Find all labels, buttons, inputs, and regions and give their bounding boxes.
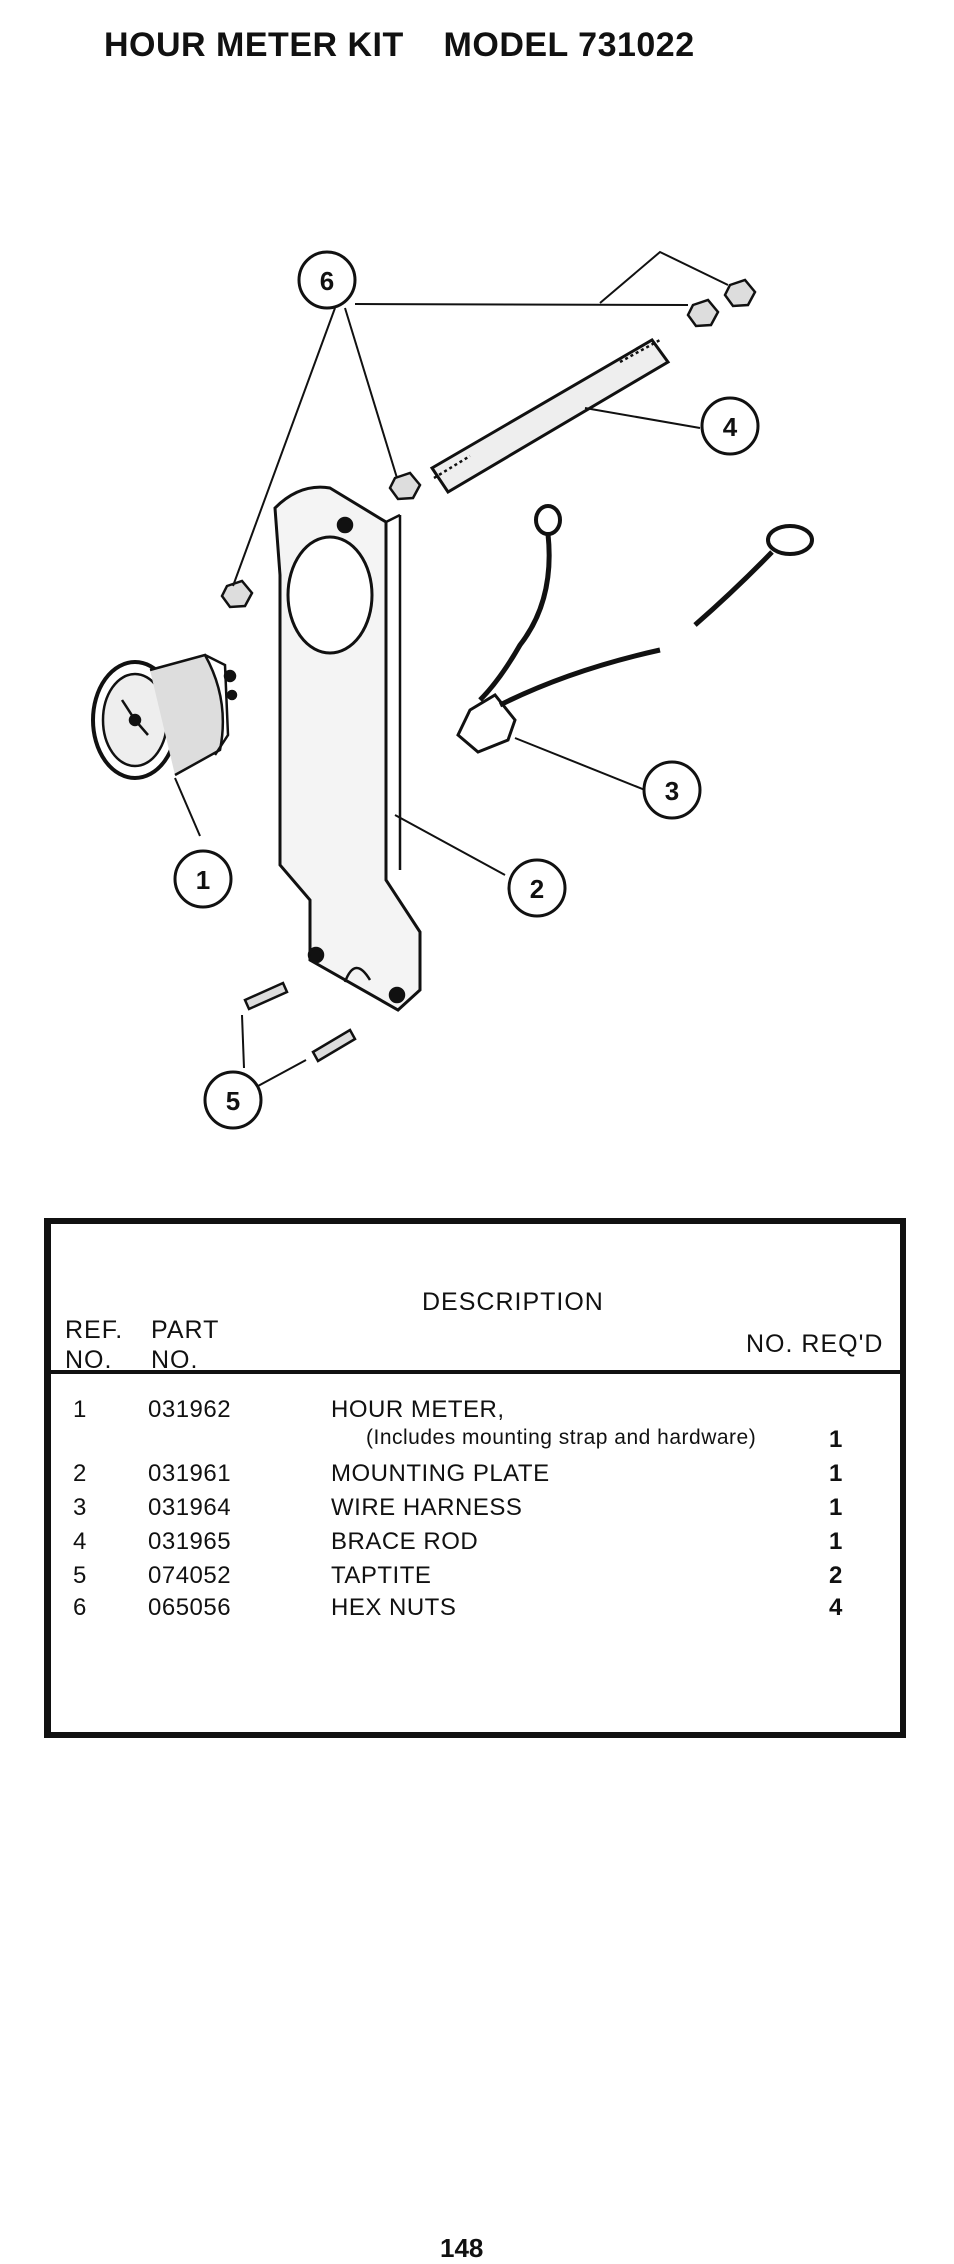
ref-no: 2	[73, 1460, 87, 1487]
hour-meter-part	[91, 653, 238, 780]
part-no: 074052	[148, 1562, 232, 1589]
callout-4: 4	[723, 412, 738, 442]
qty-required: 1	[829, 1494, 843, 1521]
description: BRACE ROD	[331, 1528, 479, 1555]
ref-no: 1	[73, 1396, 87, 1423]
ref-no: 5	[73, 1562, 87, 1589]
brace-rod-part	[429, 338, 671, 495]
callout-2: 2	[530, 874, 544, 904]
ref-header-line1: REF.	[65, 1316, 124, 1344]
ref-no: 6	[73, 1594, 87, 1621]
callout-1: 1	[196, 865, 210, 895]
table-row: 4 031965 BRACE ROD 1	[51, 1528, 900, 1560]
part-no: 065056	[148, 1594, 232, 1621]
header-divider	[51, 1370, 900, 1374]
description: HOUR METER,	[331, 1396, 505, 1423]
qty-header: NO. REQ'D	[746, 1330, 884, 1358]
wire-harness-part	[456, 504, 814, 754]
description: HEX NUTS	[331, 1594, 457, 1621]
part-no: 031962	[148, 1396, 232, 1423]
callout-6: 6	[320, 266, 334, 296]
part-no: 031964	[148, 1494, 232, 1521]
hex-nuts-part	[220, 278, 757, 609]
description: MOUNTING PLATE	[331, 1460, 550, 1487]
taptite-screws-part	[243, 981, 357, 1063]
table-row: 1 031962 HOUR METER,	[51, 1396, 900, 1428]
description-header: DESCRIPTION	[422, 1288, 604, 1316]
table-row-continuation: (Includes mounting strap and hardware) 1	[51, 1426, 900, 1458]
qty-required: 1	[829, 1426, 843, 1453]
qty-required: 1	[829, 1460, 843, 1487]
part-no: 031965	[148, 1528, 232, 1555]
description-note: (Includes mounting strap and hardware)	[366, 1426, 757, 1449]
qty-required: 4	[829, 1594, 843, 1621]
part-header-line1: PART	[151, 1316, 220, 1344]
parts-table: DESCRIPTION REF. NO. PART NO. NO. REQ'D …	[44, 1218, 906, 1738]
description: TAPTITE	[331, 1562, 432, 1589]
ref-no: 4	[73, 1528, 87, 1555]
ref-no: 3	[73, 1494, 87, 1521]
page-number: 148	[440, 2233, 484, 2263]
description: WIRE HARNESS	[331, 1494, 523, 1521]
page-title: HOUR METER KIT MODEL 731022	[104, 26, 695, 64]
exploded-parts-diagram: 6 4 3 2 1 5	[91, 250, 814, 1130]
table-row: 3 031964 WIRE HARNESS 1	[51, 1494, 900, 1526]
part-no: 031961	[148, 1460, 232, 1487]
callout-3: 3	[665, 776, 679, 806]
qty-required: 1	[829, 1528, 843, 1555]
part-header-line2: NO.	[151, 1346, 199, 1374]
table-row: 2 031961 MOUNTING PLATE 1	[51, 1460, 900, 1492]
ref-header-line2: NO.	[65, 1346, 113, 1374]
qty-required: 2	[829, 1562, 843, 1589]
table-row: 5 074052 TAPTITE 2	[51, 1562, 900, 1594]
mounting-plate-part	[273, 485, 422, 1012]
callout-5: 5	[226, 1086, 240, 1116]
table-row: 6 065056 HEX NUTS 4	[51, 1594, 900, 1626]
